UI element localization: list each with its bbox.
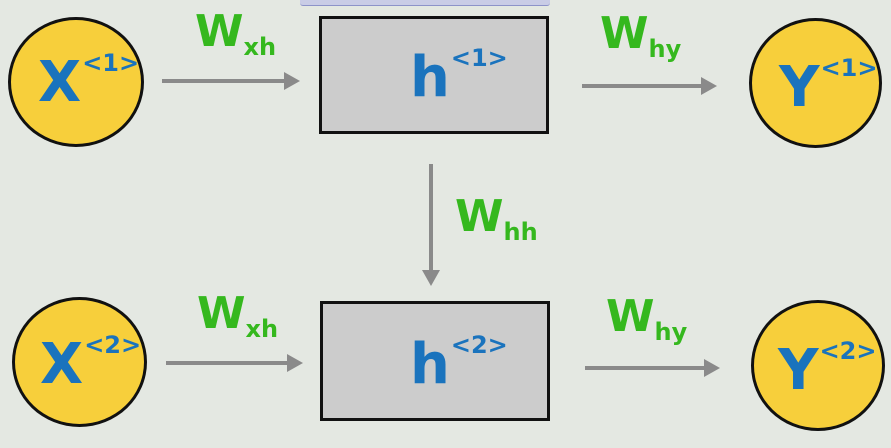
input-node-x1 xyxy=(8,17,144,147)
hidden-label-h2-base: h xyxy=(410,332,450,397)
output-label-y2: Y<2> xyxy=(778,339,876,399)
input-label-x2: X<2> xyxy=(40,333,141,393)
input-label-x1-base: X xyxy=(38,50,82,115)
weight-label-xh-2-sub: xh xyxy=(245,315,279,343)
hidden-box-h2 xyxy=(320,301,550,421)
output-label-y1: Y<1> xyxy=(779,56,877,116)
hidden-box-h1 xyxy=(319,16,549,134)
hidden-label-h1-sup: <1> xyxy=(450,44,508,72)
input-label-x2-base: X xyxy=(40,332,84,397)
input-node-x2 xyxy=(12,297,147,427)
hidden-label-h2-sup: <2> xyxy=(450,331,508,359)
output-label-y2-base: Y xyxy=(778,338,819,403)
input-label-x2-sup: <2> xyxy=(84,331,142,359)
weight-label-hy-1: Why xyxy=(600,12,681,62)
weight-label-hy-1-base: W xyxy=(600,8,649,59)
weight-label-xh-2-base: W xyxy=(197,288,246,339)
weight-label-hy-2: Why xyxy=(606,295,687,345)
input-label-x1: X<1> xyxy=(38,51,139,111)
top-strip xyxy=(300,0,550,6)
arrowhead-h2-y2 xyxy=(704,359,720,377)
output-label-y1-sup: <1> xyxy=(820,54,878,82)
weight-label-xh-1: Wxh xyxy=(195,10,276,60)
arrowhead-x1-h1 xyxy=(284,72,300,90)
weight-label-hy-1-sub: hy xyxy=(648,35,682,63)
weight-label-hy-2-sub: hy xyxy=(654,318,688,346)
weight-label-hh-base: W xyxy=(455,191,504,242)
weight-label-hh-sub: hh xyxy=(503,218,538,246)
output-node-y1 xyxy=(749,18,882,148)
weight-label-hh: Whh xyxy=(455,195,538,245)
output-node-y2 xyxy=(751,300,885,431)
arrowhead-h1-h2 xyxy=(422,270,440,286)
weight-label-xh-2: Wxh xyxy=(197,292,278,342)
hidden-label-h2: h<2> xyxy=(410,333,508,393)
weight-label-xh-1-base: W xyxy=(195,6,244,57)
arrowhead-x2-h2 xyxy=(287,354,303,372)
weight-label-xh-1-sub: xh xyxy=(243,33,277,61)
hidden-label-h1: h<1> xyxy=(410,46,508,106)
output-label-y2-sup: <2> xyxy=(819,337,877,365)
input-label-x1-sup: <1> xyxy=(82,49,140,77)
weight-label-hy-2-base: W xyxy=(606,291,655,342)
hidden-label-h1-base: h xyxy=(410,45,450,110)
output-label-y1-base: Y xyxy=(779,55,820,120)
arrowhead-h1-y1 xyxy=(701,77,717,95)
